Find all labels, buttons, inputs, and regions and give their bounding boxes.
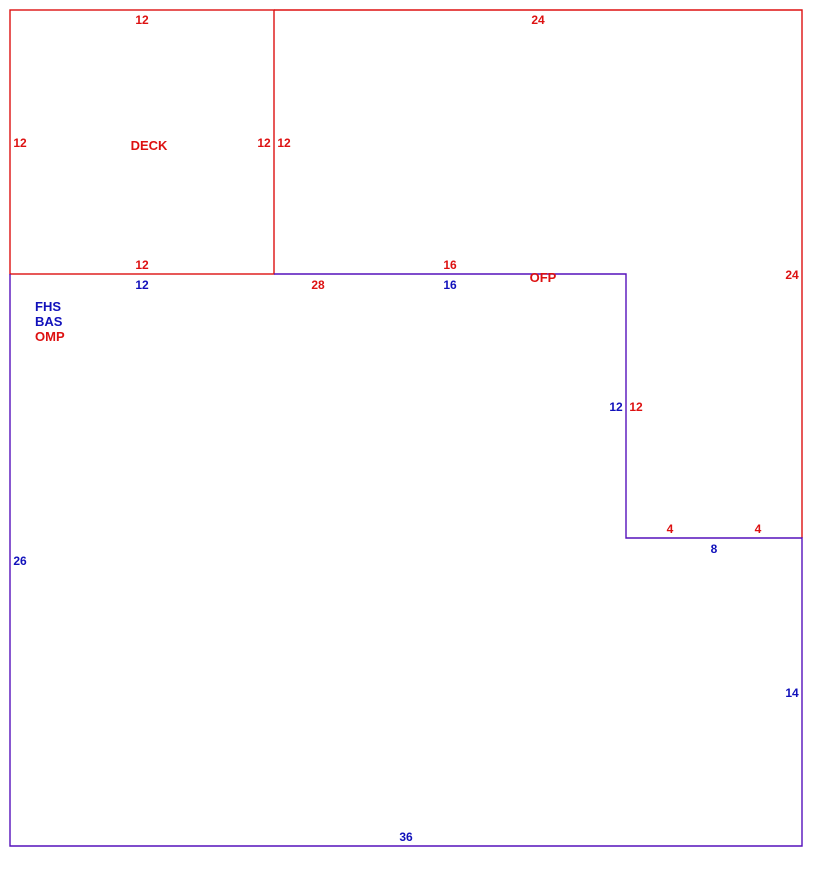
ofp-bottom-mid-dim: 16 xyxy=(443,258,457,272)
deck-right-dim: 12 xyxy=(257,136,271,150)
ofp-step-vertical-dim: 12 xyxy=(629,400,643,414)
fhs-area-label: FHS xyxy=(35,299,61,314)
bas-top-mid-dim: 16 xyxy=(443,278,457,292)
ofp-step-left-dim: 4 xyxy=(667,522,674,536)
ofp-top-dim: 24 xyxy=(531,13,545,27)
ofp-left-dim: 12 xyxy=(277,136,291,150)
bas-area-label: BAS xyxy=(35,314,63,329)
bas-top-left-dim: 12 xyxy=(135,278,149,292)
ofp-area-label: OFP xyxy=(530,270,557,285)
deck-top-dim: 12 xyxy=(135,13,149,27)
deck-left-dim: 12 xyxy=(13,136,27,150)
ofp-bottom-left-dim: 28 xyxy=(311,278,325,292)
deck-outline xyxy=(9,9,275,275)
bas-right-dim: 14 xyxy=(785,686,799,700)
deck-area-label: DECK xyxy=(131,138,168,153)
ofp-right-dim: 24 xyxy=(785,268,799,282)
ofp-step-right-dim: 4 xyxy=(755,522,762,536)
ofp-outline xyxy=(274,9,803,538)
bas-step-horizontal-dim: 8 xyxy=(711,542,718,556)
bas-step-vertical-dim: 12 xyxy=(609,400,623,414)
omp-area-label: OMP xyxy=(35,329,65,344)
bas-bottom-dim: 36 xyxy=(399,830,413,844)
bas-outline xyxy=(9,273,803,847)
deck-bottom-dim: 12 xyxy=(135,258,149,272)
bas-left-dim: 26 xyxy=(13,554,27,568)
